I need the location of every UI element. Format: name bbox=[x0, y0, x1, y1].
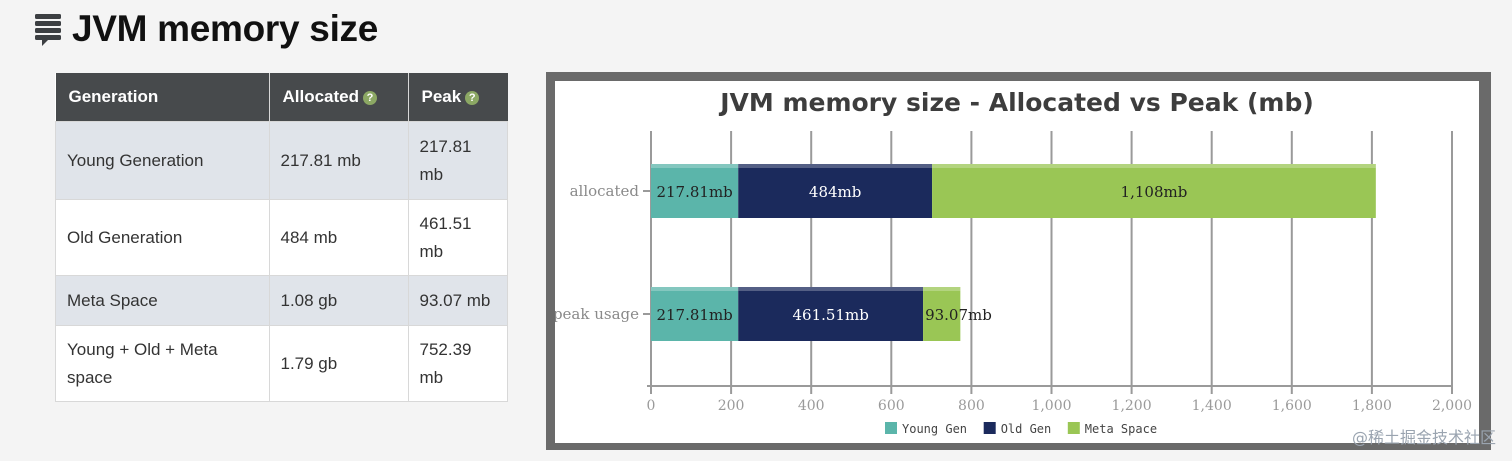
peak-cell: 752.39 mb bbox=[407, 325, 508, 402]
allocated-cell: 1.79 gb bbox=[268, 325, 409, 402]
x-tick-label: 400 bbox=[798, 398, 825, 414]
x-tick-label: 1,200 bbox=[1112, 398, 1152, 414]
x-tick-label: 1,800 bbox=[1352, 398, 1392, 414]
bar-segment bbox=[738, 164, 933, 218]
legend-swatch bbox=[1067, 422, 1080, 434]
table-row: Old Generation 484 mb 461.51 mb bbox=[55, 199, 508, 276]
bar-highlight bbox=[932, 164, 1376, 168]
peak-cell: 461.51 mb bbox=[407, 199, 508, 276]
peak-cell: 93.07 mb bbox=[407, 275, 508, 326]
generation-cell: Meta Space bbox=[55, 275, 270, 326]
x-tick-label: 600 bbox=[878, 398, 905, 414]
bar-value-label: 484mb bbox=[809, 183, 861, 201]
peak-cell: 217.81 mb bbox=[407, 121, 508, 200]
x-tick-label: 1,600 bbox=[1272, 398, 1312, 414]
bar-value-label: 1,108mb bbox=[1121, 183, 1188, 201]
allocated-cell: 484 mb bbox=[268, 199, 409, 276]
legend-label: Old Gen bbox=[1001, 422, 1052, 436]
allocated-cell: 217.81 mb bbox=[268, 121, 409, 200]
x-tick-label: 1,000 bbox=[1031, 398, 1071, 414]
bar-value-label: 217.81mb bbox=[656, 306, 732, 324]
bar-highlight bbox=[738, 164, 933, 168]
column-header-allocated: Allocated? bbox=[269, 73, 409, 122]
chart-frame: JVM memory size - Allocated vs Peak (mb)… bbox=[546, 72, 1491, 450]
column-header-peak: Peak? bbox=[408, 73, 508, 122]
memory-bar-chart: JVM memory size - Allocated vs Peak (mb)… bbox=[553, 88, 1472, 436]
bar-segment bbox=[932, 164, 1376, 218]
page-header: JVM memory size bbox=[34, 6, 378, 52]
help-icon[interactable]: ? bbox=[465, 91, 480, 105]
memory-table: Generation Allocated? Peak? Young Genera… bbox=[55, 73, 508, 402]
table-header-row: Generation Allocated? Peak? bbox=[55, 73, 508, 122]
x-tick-label: 0 bbox=[647, 398, 656, 414]
list-stack-icon bbox=[34, 11, 64, 47]
page-title: JVM memory size bbox=[72, 8, 379, 49]
legend-label: Meta Space bbox=[1085, 422, 1157, 436]
table-row: Young Generation 217.81 mb 217.81 mb bbox=[55, 121, 508, 200]
generation-cell: Old Generation bbox=[55, 199, 270, 276]
legend-label: Young Gen bbox=[902, 422, 967, 436]
y-category-label: allocated bbox=[570, 182, 640, 200]
bar-value-label: 93.07mb bbox=[925, 306, 992, 324]
legend-swatch bbox=[983, 422, 996, 434]
bar-highlight bbox=[651, 164, 739, 168]
help-icon[interactable]: ? bbox=[363, 91, 378, 105]
y-category-label: peak usage bbox=[555, 305, 639, 323]
generation-cell: Young Generation bbox=[55, 121, 270, 200]
bar-value-label: 461.51mb bbox=[792, 306, 868, 324]
bar-segment bbox=[651, 164, 739, 218]
table-row: Young + Old + Meta space 1.79 gb 752.39 … bbox=[55, 325, 508, 402]
chart-panel: JVM memory size - Allocated vs Peak (mb)… bbox=[553, 81, 1479, 443]
column-header-generation: Generation bbox=[55, 73, 270, 122]
chart-title: JVM memory size - Allocated vs Peak (mb) bbox=[718, 88, 1314, 117]
table-row: Meta Space 1.08 gb 93.07 mb bbox=[55, 275, 508, 326]
x-tick-label: 1,400 bbox=[1192, 398, 1232, 414]
legend-swatch bbox=[885, 422, 897, 434]
bar-highlight bbox=[738, 287, 924, 291]
bar-highlight bbox=[651, 287, 739, 291]
bar-segment bbox=[651, 287, 739, 341]
x-tick-label: 200 bbox=[718, 398, 745, 414]
generation-cell: Young + Old + Meta space bbox=[55, 325, 270, 402]
allocated-cell: 1.08 gb bbox=[268, 275, 409, 326]
x-tick-label: 2,000 bbox=[1432, 398, 1472, 414]
bar-segment bbox=[738, 287, 924, 341]
bar-segment bbox=[923, 287, 961, 341]
x-tick-label: 800 bbox=[958, 398, 985, 414]
watermark: @稀土掘金技术社区 bbox=[1351, 428, 1496, 447]
bar-highlight bbox=[923, 287, 961, 291]
bar-value-label: 217.81mb bbox=[656, 183, 732, 201]
